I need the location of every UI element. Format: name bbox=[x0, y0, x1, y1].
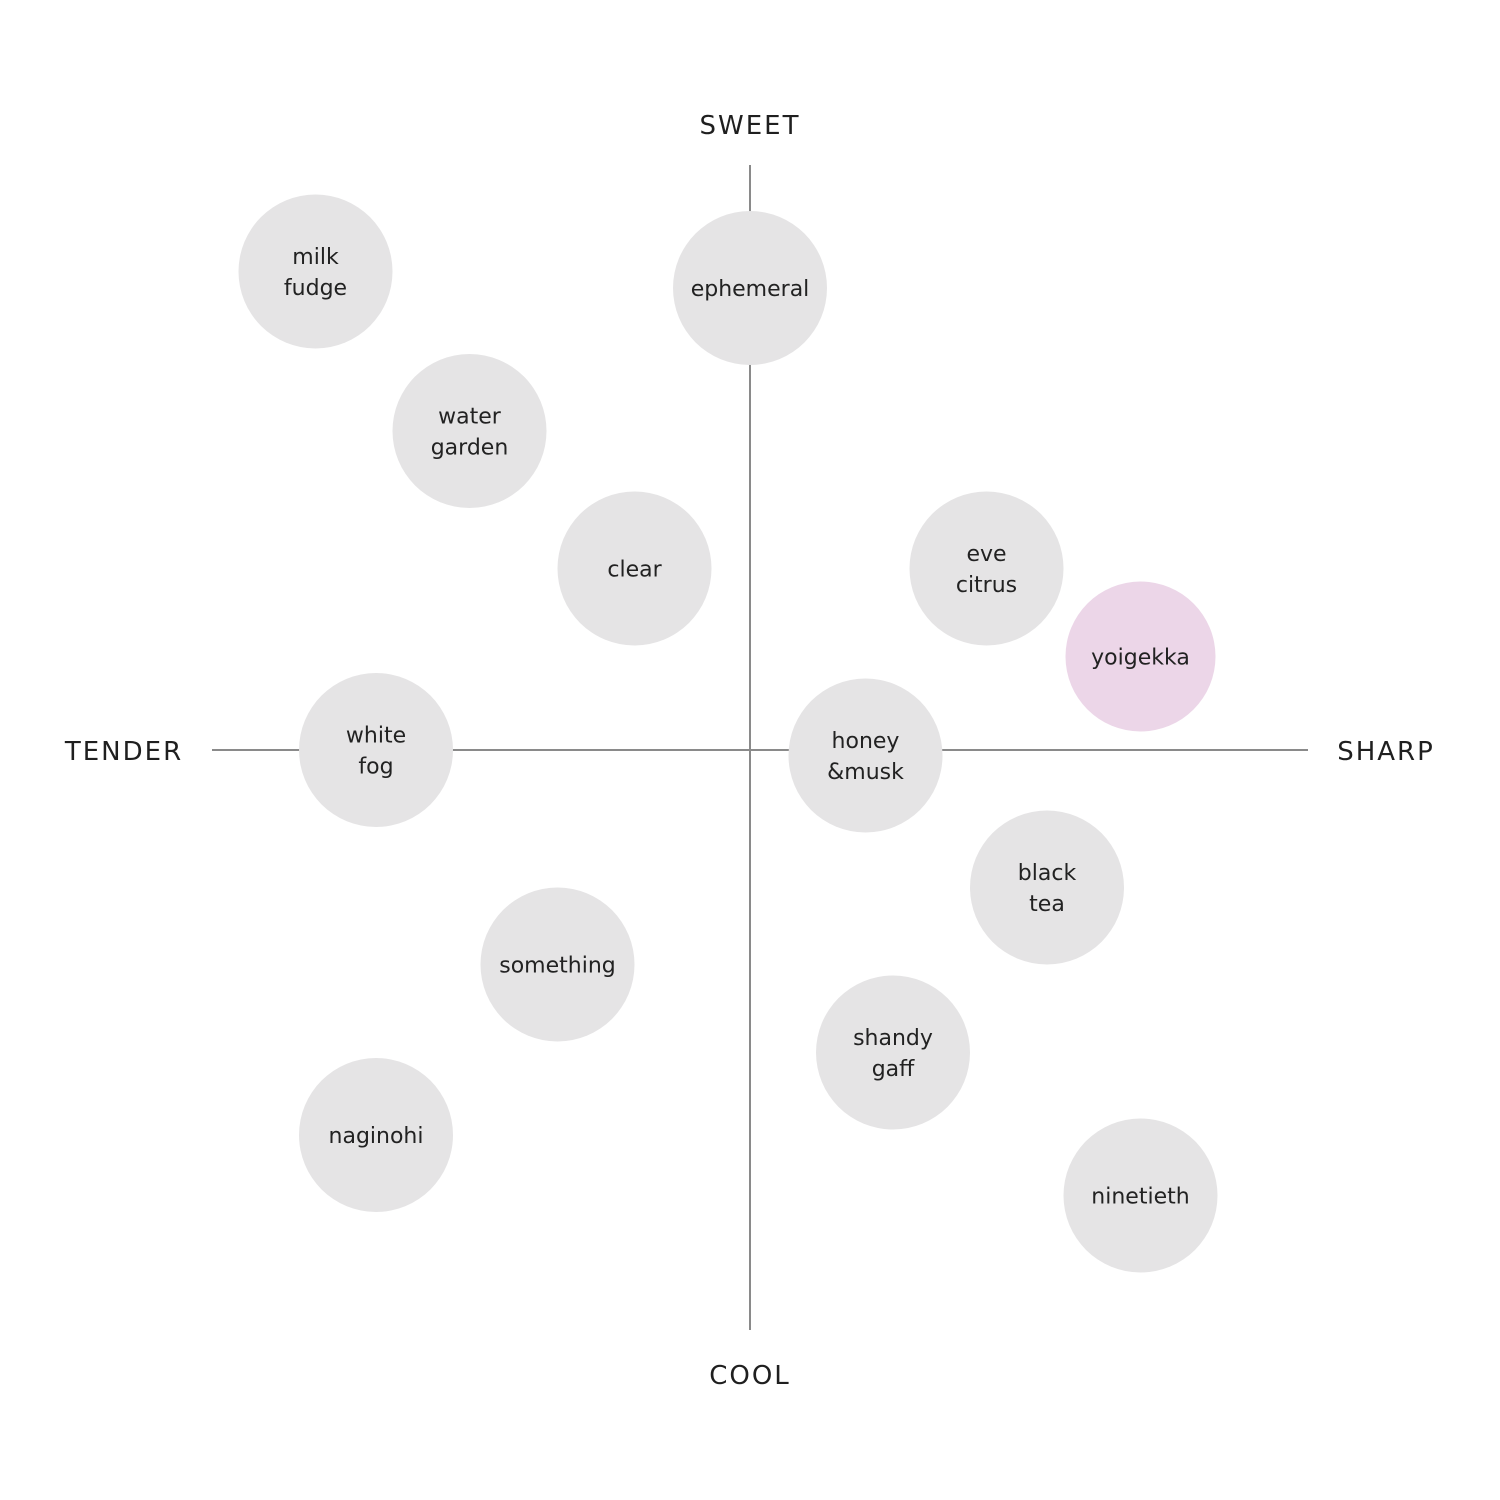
axis-label-right: SHARP bbox=[1337, 737, 1435, 767]
bubble-circle bbox=[1063, 1118, 1218, 1273]
bubble-circle bbox=[1065, 581, 1216, 732]
bubble-ninetieth: ninetieth bbox=[1063, 1118, 1218, 1273]
bubble-label-line: fog bbox=[358, 755, 393, 780]
bubble-something: something bbox=[480, 887, 635, 1042]
bubble-label: eve citrus bbox=[956, 542, 1017, 598]
bubble-label-line: black bbox=[1018, 861, 1077, 886]
bubble-circle bbox=[970, 810, 1124, 965]
bubble-label-line: citrus bbox=[956, 573, 1017, 598]
bubble-label-line: water bbox=[438, 405, 502, 430]
bubble-water-garden: water garden bbox=[392, 354, 547, 508]
bubble-milk-fudge: milk fudge bbox=[238, 194, 393, 349]
bubble-label: clear bbox=[607, 558, 662, 583]
bubble-circle bbox=[299, 673, 453, 827]
bubble-circle bbox=[392, 354, 547, 508]
bubble-circle bbox=[299, 1058, 453, 1212]
bubble-label: naginohi bbox=[329, 1124, 424, 1149]
bubble-ephemeral: ephemeral bbox=[673, 211, 827, 365]
bubble-label-line: shandy bbox=[853, 1026, 933, 1051]
bubble-label-line: ninetieth bbox=[1091, 1185, 1189, 1210]
bubble-label-line: tea bbox=[1029, 892, 1065, 917]
bubble-label-line: honey bbox=[832, 729, 900, 754]
bubble-label: something bbox=[499, 954, 615, 979]
bubble-label-line: eve bbox=[966, 542, 1006, 567]
bubble-label-line: ephemeral bbox=[691, 277, 810, 302]
bubble-circle bbox=[673, 211, 827, 365]
bubble-label-line: milk bbox=[292, 245, 339, 270]
bubble-clear: clear bbox=[557, 491, 712, 646]
bubble-circle bbox=[816, 975, 970, 1130]
bubble-label-line: gaff bbox=[872, 1057, 915, 1082]
bubble-circle bbox=[557, 491, 712, 646]
bubble-shandy-gaff: shandy gaff bbox=[816, 975, 970, 1130]
bubble-label: ninetieth bbox=[1091, 1185, 1189, 1210]
bubble-label-line: naginohi bbox=[329, 1124, 424, 1149]
bubble-layer: milk fudge ephemeral water garden clear eve cit… bbox=[238, 194, 1218, 1273]
bubble-honey-musk: honey&musk bbox=[788, 678, 943, 833]
bubble-circle bbox=[909, 491, 1064, 646]
bubble-white-fog: white fog bbox=[299, 673, 453, 827]
bubble-label-line: garden bbox=[431, 436, 509, 461]
bubble-circle bbox=[788, 678, 943, 833]
bubble-circle bbox=[238, 194, 393, 349]
bubble-label: black tea bbox=[1018, 861, 1077, 917]
bubble-label-line: white bbox=[346, 724, 406, 749]
bubble-label-line: &musk bbox=[827, 760, 904, 785]
bubble-label-line: fudge bbox=[284, 276, 347, 301]
axis-label-left: TENDER bbox=[64, 737, 183, 767]
bubble-black-tea: black tea bbox=[970, 810, 1124, 965]
bubble-label: ephemeral bbox=[691, 277, 810, 302]
bubble-label: milk fudge bbox=[284, 245, 347, 301]
bubble-circle bbox=[480, 887, 635, 1042]
bubble-yoigekka: yoigekka bbox=[1065, 581, 1216, 732]
bubble-label: yoigekka bbox=[1091, 646, 1190, 671]
bubble-label: honey&musk bbox=[827, 729, 904, 785]
bubble-label: shandy gaff bbox=[853, 1026, 933, 1082]
bubble-label: white fog bbox=[346, 724, 406, 780]
bubble-label: water garden bbox=[431, 405, 509, 461]
bubble-label-line: something bbox=[499, 954, 615, 979]
axis-label-top: SWEET bbox=[700, 111, 801, 141]
axis-label-bottom: COOL bbox=[709, 1361, 791, 1391]
bubble-label-line: yoigekka bbox=[1091, 646, 1190, 671]
bubble-label-line: clear bbox=[607, 558, 662, 583]
bubble-naginohi: naginohi bbox=[299, 1058, 453, 1212]
bubble-eve-citrus: eve citrus bbox=[909, 491, 1064, 646]
